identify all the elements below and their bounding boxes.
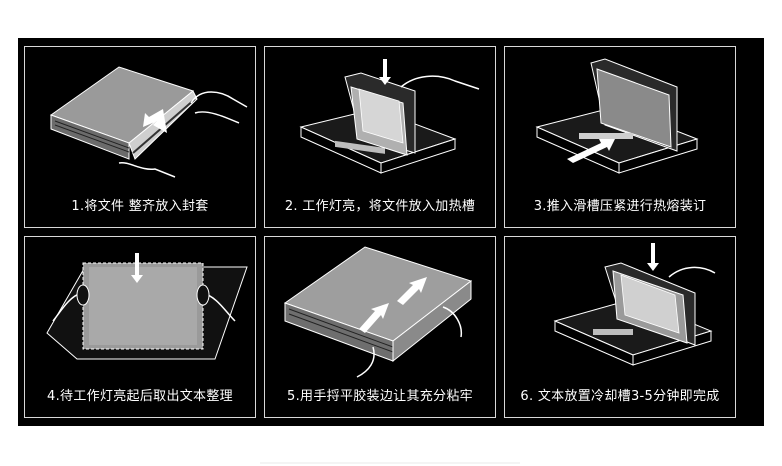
step-panel-4: 4.待工作灯亮起后取出文本整理 bbox=[24, 236, 256, 418]
step-caption-5: 5.用手捋平胶装边让其充分粘牢 bbox=[287, 389, 473, 404]
insert-into-cover-icon bbox=[49, 66, 248, 178]
step-caption-2: 2. 工作灯亮，将文件放入加热槽 bbox=[284, 199, 476, 214]
step-caption-4: 4.待工作灯亮起后取出文本整理 bbox=[47, 389, 233, 404]
step-caption-1: 1.将文件 整齐放入封套 bbox=[71, 199, 209, 214]
push-slider-bind-icon bbox=[535, 58, 699, 174]
cooling-slot-icon bbox=[553, 243, 716, 366]
smooth-glue-edge-icon bbox=[283, 246, 473, 378]
step-panel-3: 3.推入滑槽压紧进行热熔装订 bbox=[504, 46, 736, 228]
remove-and-tidy-icon bbox=[46, 253, 248, 360]
bottom-divider bbox=[260, 462, 520, 464]
step-panel-2: 2. 工作灯亮，将文件放入加热槽 bbox=[264, 46, 496, 228]
step-panel-5: 5.用手捋平胶装边让其充分粘牢 bbox=[264, 236, 496, 418]
step-panel-6: 6. 文本放置冷却槽3-5分钟即完成 bbox=[504, 236, 736, 418]
step-caption-3: 3.推入滑槽压紧进行热熔装订 bbox=[533, 199, 707, 214]
step-caption-6: 6. 文本放置冷却槽3-5分钟即完成 bbox=[520, 389, 720, 404]
step-panel-1: 1.将文件 整齐放入封套 bbox=[24, 46, 256, 228]
instruction-frame: 1.将文件 整齐放入封套 2. 工作灯亮，将文件放入加热槽 3.推入滑槽压紧进行 bbox=[18, 38, 764, 426]
place-in-heating-slot-icon bbox=[299, 59, 480, 174]
